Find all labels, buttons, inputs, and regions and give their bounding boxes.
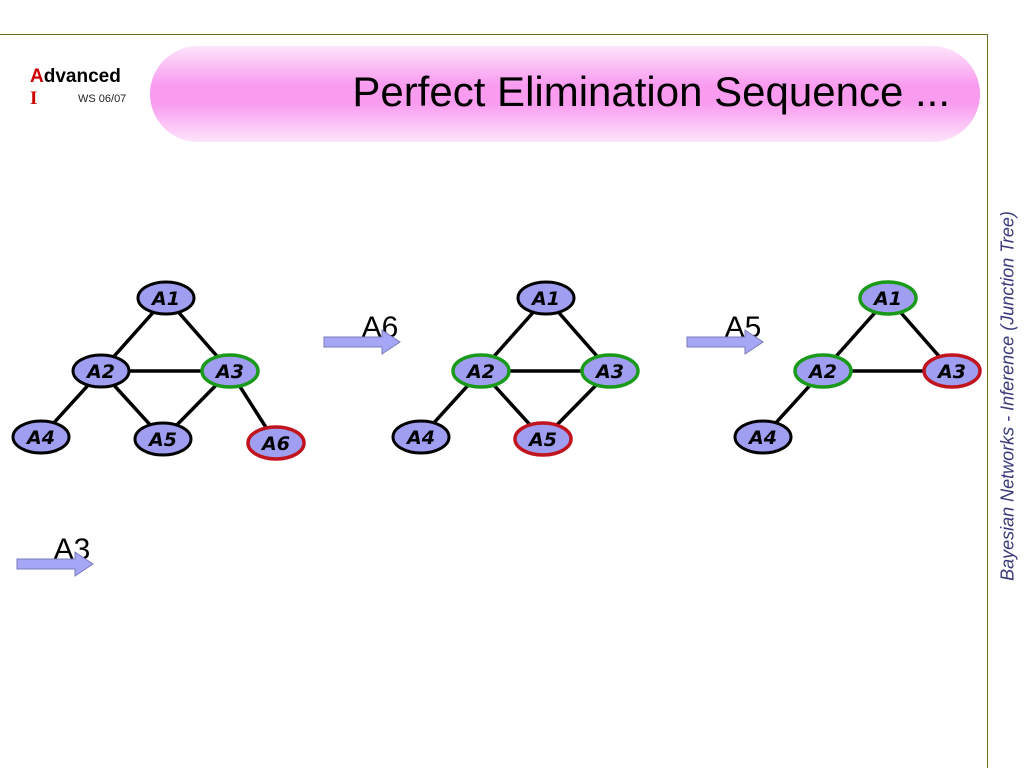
node-shape [133,421,193,457]
node-a3: A3 [922,353,982,389]
node-label: A6 [260,433,290,455]
node-a1: A1 [858,280,918,316]
brand-i: I [30,88,38,109]
node-a6: A6 [246,425,306,461]
step-a5: A5 [686,311,764,355]
header-rule-right [280,34,988,35]
node-label: A3 [594,361,624,383]
node-a1: A1 [516,280,576,316]
node-shape [200,353,260,389]
node-a5: A5 [133,421,193,457]
node-shape [516,280,576,316]
node-shape [922,353,982,389]
node-shape [11,419,71,455]
node-label: A1 [872,288,902,310]
node-label: A4 [747,427,777,449]
node-a5: A5 [513,421,573,457]
node-a4: A4 [11,419,71,455]
brand-advanced: Advanced [30,66,121,88]
node-label: A4 [25,427,55,449]
node-label: A1 [150,288,180,310]
node-shape [451,353,511,389]
node-label: A3 [214,361,244,383]
node-shape [391,419,451,455]
slide-title: Perfect Elimination Sequence ... [352,68,950,115]
arrow-icon [686,329,764,355]
node-a3: A3 [580,353,640,389]
brand-first-letter: A [30,66,44,87]
step-a6: A6 [323,311,401,355]
node-a2: A2 [793,353,853,389]
node-label: A2 [465,361,495,383]
node-a3: A3 [200,353,260,389]
header-rule [0,34,280,35]
node-a4: A4 [733,419,793,455]
course-brand: Advanced I WS 06/07 [30,66,126,109]
semester-label: WS 06/07 [78,93,127,105]
node-shape [733,419,793,455]
node-shape [136,280,196,316]
arrow-icon [16,551,94,577]
arrow-icon [323,329,401,355]
node-label: A1 [530,288,560,310]
node-shape [246,425,306,461]
node-shape [513,421,573,457]
node-shape [71,353,131,389]
node-a1: A1 [136,280,196,316]
brand-rest: dvanced [43,66,121,87]
node-label: A5 [147,429,177,451]
node-label: A4 [405,427,435,449]
node-shape [858,280,918,316]
node-shape [580,353,640,389]
node-a2: A2 [451,353,511,389]
step-a3: A3 [16,533,94,577]
node-label: A2 [807,361,837,383]
title-banner: Perfect Elimination Sequence ... [150,46,980,142]
node-shape [793,353,853,389]
node-a4: A4 [391,419,451,455]
node-a2: A2 [71,353,131,389]
node-label: A3 [936,361,966,383]
node-label: A5 [527,429,557,451]
right-border-rule [987,34,988,768]
node-label: A2 [85,361,115,383]
